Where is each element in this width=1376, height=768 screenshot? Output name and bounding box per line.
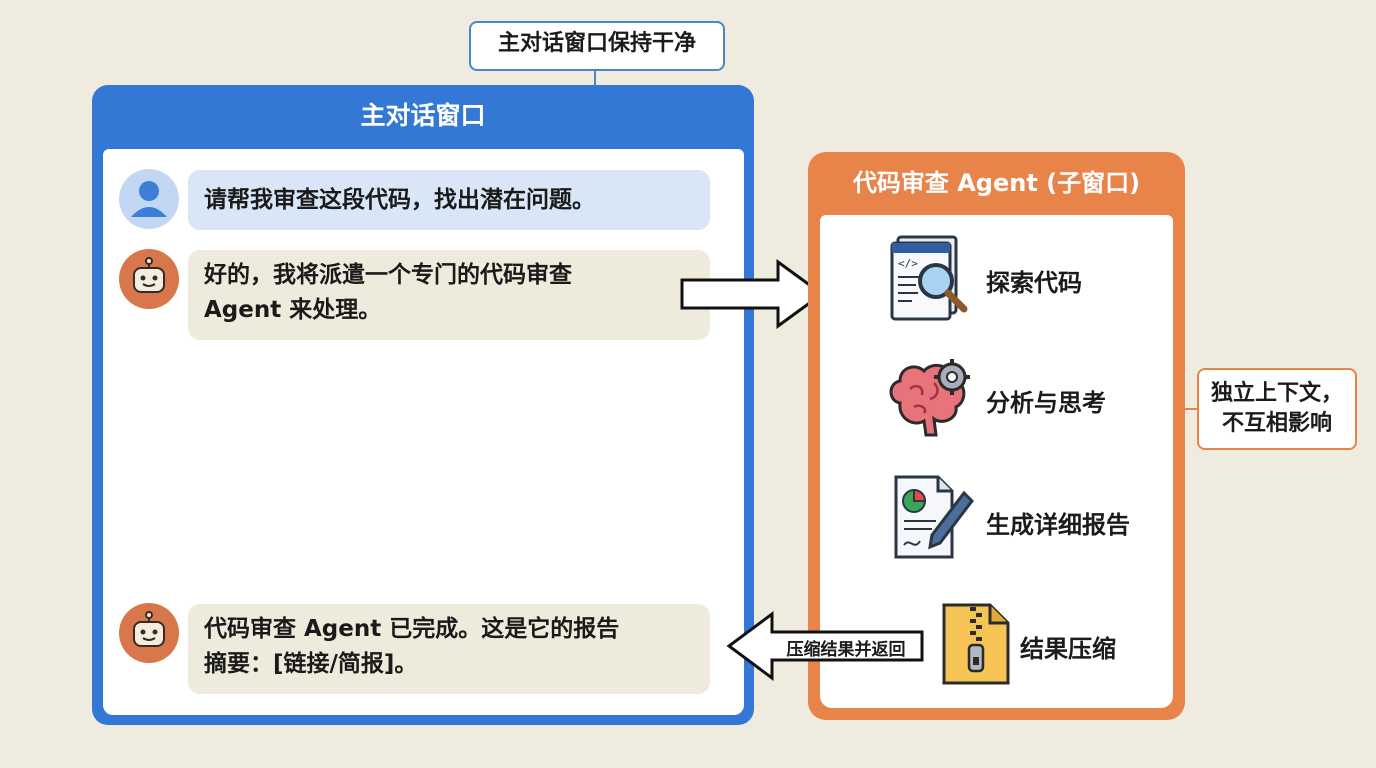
step-label: 结果压缩 (1020, 635, 1116, 663)
agent-window-title: 代码审查 Agent (子窗口) (852, 169, 1141, 197)
main-window-callout: 主对话窗口保持干净 (469, 21, 725, 71)
agent-window-body: </> 探索代码 分析与思考 (820, 215, 1173, 708)
assistant-message-line: Agent 来处理。 (204, 297, 382, 323)
callout-connector (594, 69, 596, 86)
user-message-bubble: 请帮我审查这段代码，找出潜在问题。 (188, 170, 710, 230)
zip-file-icon (938, 599, 1018, 689)
svg-text:</>: </> (898, 257, 918, 270)
step-label: 生成详细报告 (986, 511, 1130, 539)
main-conversation-window: 主对话窗口 请帮我审查这段代码，找出潜在问题。 好的，我将派遣一个专门的代码 (92, 85, 754, 725)
callout-connector (1185, 408, 1197, 410)
assistant-message-bubble: 代码审查 Agent 已完成。这是它的报告 摘要：[链接/简报]。 (188, 604, 710, 694)
report-pen-icon (880, 473, 980, 563)
independent-context-callout: 独立上下文， 不互相影响 (1197, 368, 1357, 450)
user-avatar-icon (119, 169, 179, 229)
return-arrow-icon (726, 611, 924, 681)
main-window-body: 请帮我审查这段代码，找出潜在问题。 好的，我将派遣一个专门的代码审查 Agent… (103, 149, 744, 715)
step-label: 分析与思考 (986, 389, 1106, 417)
assistant-message-line: 摘要：[链接/简报]。 (204, 651, 418, 677)
callout-line: 不互相影响 (1221, 411, 1332, 436)
return-arrow-label: 压缩结果并返回 (786, 640, 906, 660)
code-review-agent-window: 代码审查 Agent (子窗口) </> 探索代码 (808, 152, 1185, 720)
bot-avatar-icon (119, 249, 179, 309)
user-message-text: 请帮我审查这段代码，找出潜在问题。 (204, 187, 595, 213)
brain-gear-icon (880, 353, 980, 443)
dispatch-arrow-icon (680, 259, 825, 329)
assistant-message-line: 好的，我将派遣一个专门的代码审查 (204, 262, 572, 288)
assistant-message-bubble: 好的，我将派遣一个专门的代码审查 Agent 来处理。 (188, 250, 710, 340)
callout-line: 独立上下文， (1210, 381, 1343, 406)
assistant-message-line: 代码审查 Agent 已完成。这是它的报告 (204, 616, 620, 642)
step-label: 探索代码 (986, 269, 1082, 297)
code-search-icon: </> (880, 233, 980, 323)
bot-avatar-icon (119, 603, 179, 663)
main-window-title: 主对话窗口 (360, 101, 486, 130)
